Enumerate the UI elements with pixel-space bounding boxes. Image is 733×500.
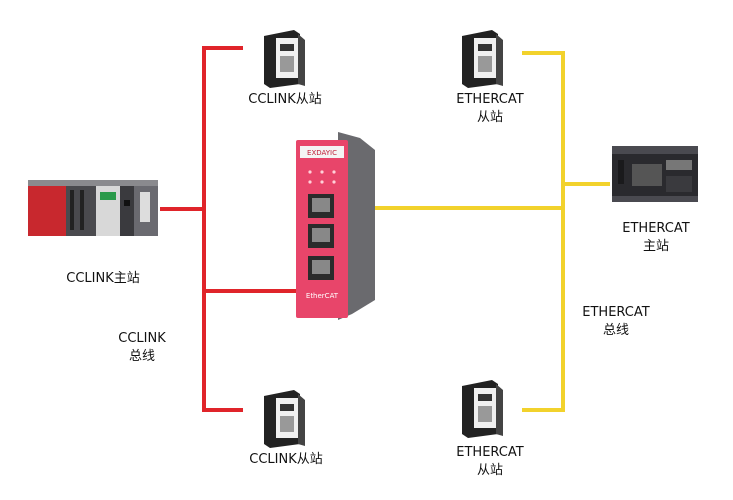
ethercat-slave-top-label: ETHERCAT 从站 (440, 91, 540, 127)
ethercat-slave-top-label-line1: ETHERCAT (456, 92, 524, 107)
cclink-bus-trunk (202, 46, 243, 412)
ethercat-slave-top-device (462, 30, 503, 88)
cclink-bus-label: CCLINK 总线 (102, 330, 182, 366)
ethercat-master-label: ETHERCAT 主站 (604, 220, 708, 256)
ethercat-master-label-line2: 主站 (642, 239, 669, 254)
cclink-bus-lines (160, 46, 296, 412)
ethercat-master-plc (612, 146, 698, 202)
ethercat-slave-bottom-label: ETHERCAT 从站 (440, 444, 540, 480)
cclink-bus-label-line2: 总线 (128, 349, 155, 364)
gateway-product-text: EtherCAT (306, 292, 339, 300)
cclink-master-plc (28, 180, 158, 236)
ethercat-slave-bottom-device (462, 380, 503, 438)
cclink-slave-top-device (264, 30, 305, 88)
cclink-master-label: CCLINK主站 (66, 271, 140, 286)
ethercat-bus-label-line1: ETHERCAT (582, 305, 650, 320)
ethercat-slave-top-label-line2: 从站 (476, 110, 503, 125)
gateway-brand-text: EXDAYIC (307, 149, 337, 157)
ethercat-bus-label: ETHERCAT 总线 (566, 304, 666, 340)
cclink-slave-bottom-device (264, 390, 305, 448)
ethercat-master-label-line1: ETHERCAT (622, 221, 690, 236)
cclink-slave-top-label: CCLINK从站 (248, 92, 322, 107)
cclink-slave-bottom-label: CCLINK从站 (249, 452, 323, 467)
gateway-device: EXDAYIC EtherCAT (296, 132, 375, 320)
cclink-bus-label-line1: CCLINK (118, 331, 166, 346)
ethercat-bus-trunk (522, 51, 565, 412)
ethercat-slave-bottom-label-line2: 从站 (476, 463, 503, 478)
ethercat-bus-label-line2: 总线 (602, 323, 629, 338)
ethercat-slave-bottom-label-line1: ETHERCAT (456, 445, 524, 460)
ethercat-bus-lines (375, 51, 610, 412)
